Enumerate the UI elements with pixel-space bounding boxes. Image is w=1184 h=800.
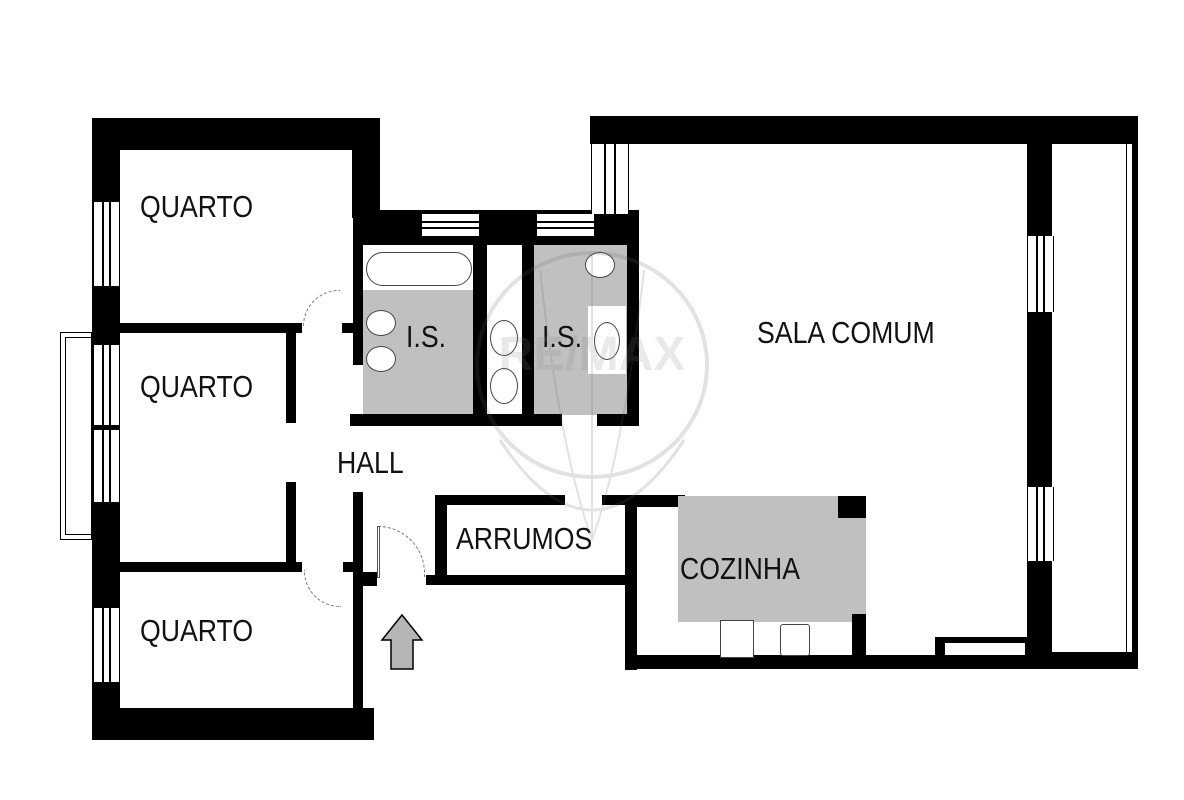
wall [92, 118, 380, 150]
stove [720, 620, 754, 658]
sink [594, 322, 620, 360]
wall [1027, 312, 1052, 487]
wall [363, 572, 377, 586]
balcony [60, 332, 92, 540]
room-label-sala-comum: SALA COMUM [757, 315, 935, 350]
window [93, 345, 120, 425]
room-label-quarto: QUARTO [140, 189, 254, 224]
window [537, 213, 594, 237]
bidet [366, 346, 396, 372]
room-label-is: I.S. [406, 319, 447, 354]
wall [435, 495, 565, 505]
balcony-rail [1126, 134, 1127, 652]
entrance-door [377, 526, 380, 578]
bathtub [366, 252, 472, 286]
wall [625, 495, 637, 670]
wall [1052, 116, 1138, 134]
wall [435, 495, 447, 585]
room-label-is: I.S. [542, 319, 583, 354]
wall [852, 614, 866, 659]
wall [1052, 652, 1138, 669]
wall [630, 495, 685, 507]
window [93, 202, 120, 286]
window [1027, 236, 1054, 312]
wall [342, 323, 356, 333]
door-swing [303, 290, 340, 327]
wall [838, 496, 866, 518]
wall [426, 575, 626, 585]
door-swing [378, 526, 425, 577]
wall [597, 414, 639, 426]
kitchen-sink [780, 624, 810, 656]
wall [363, 210, 635, 245]
room-label-arrumos: ARRUMOS [456, 521, 593, 556]
arrow-up-icon [380, 613, 424, 670]
wall [522, 245, 534, 425]
window [945, 643, 1025, 655]
room-label-quarto: QUARTO [140, 613, 254, 648]
wall [353, 150, 363, 365]
room-label-quarto: QUARTO [140, 369, 254, 404]
wall [353, 492, 363, 740]
window [1027, 487, 1054, 561]
window [93, 608, 120, 682]
door-swing [304, 570, 341, 607]
wall [1027, 116, 1052, 236]
balcony [65, 337, 91, 535]
window [93, 430, 120, 502]
toilet [366, 310, 396, 336]
wall [1132, 116, 1138, 669]
wall [286, 323, 296, 423]
wall [92, 708, 374, 740]
sink [490, 368, 518, 404]
wet-area [678, 496, 866, 622]
wall [286, 482, 296, 564]
wall [350, 414, 562, 426]
room-label-hall: HALL [337, 445, 404, 480]
window [422, 213, 479, 237]
wall [625, 655, 1035, 669]
wall [473, 245, 487, 425]
wall [118, 562, 302, 572]
sink [490, 320, 518, 356]
toilet [585, 252, 615, 278]
wall [627, 210, 639, 425]
window [591, 144, 629, 214]
room-label-cozinha: COZINHA [680, 551, 800, 586]
wall [118, 323, 302, 333]
